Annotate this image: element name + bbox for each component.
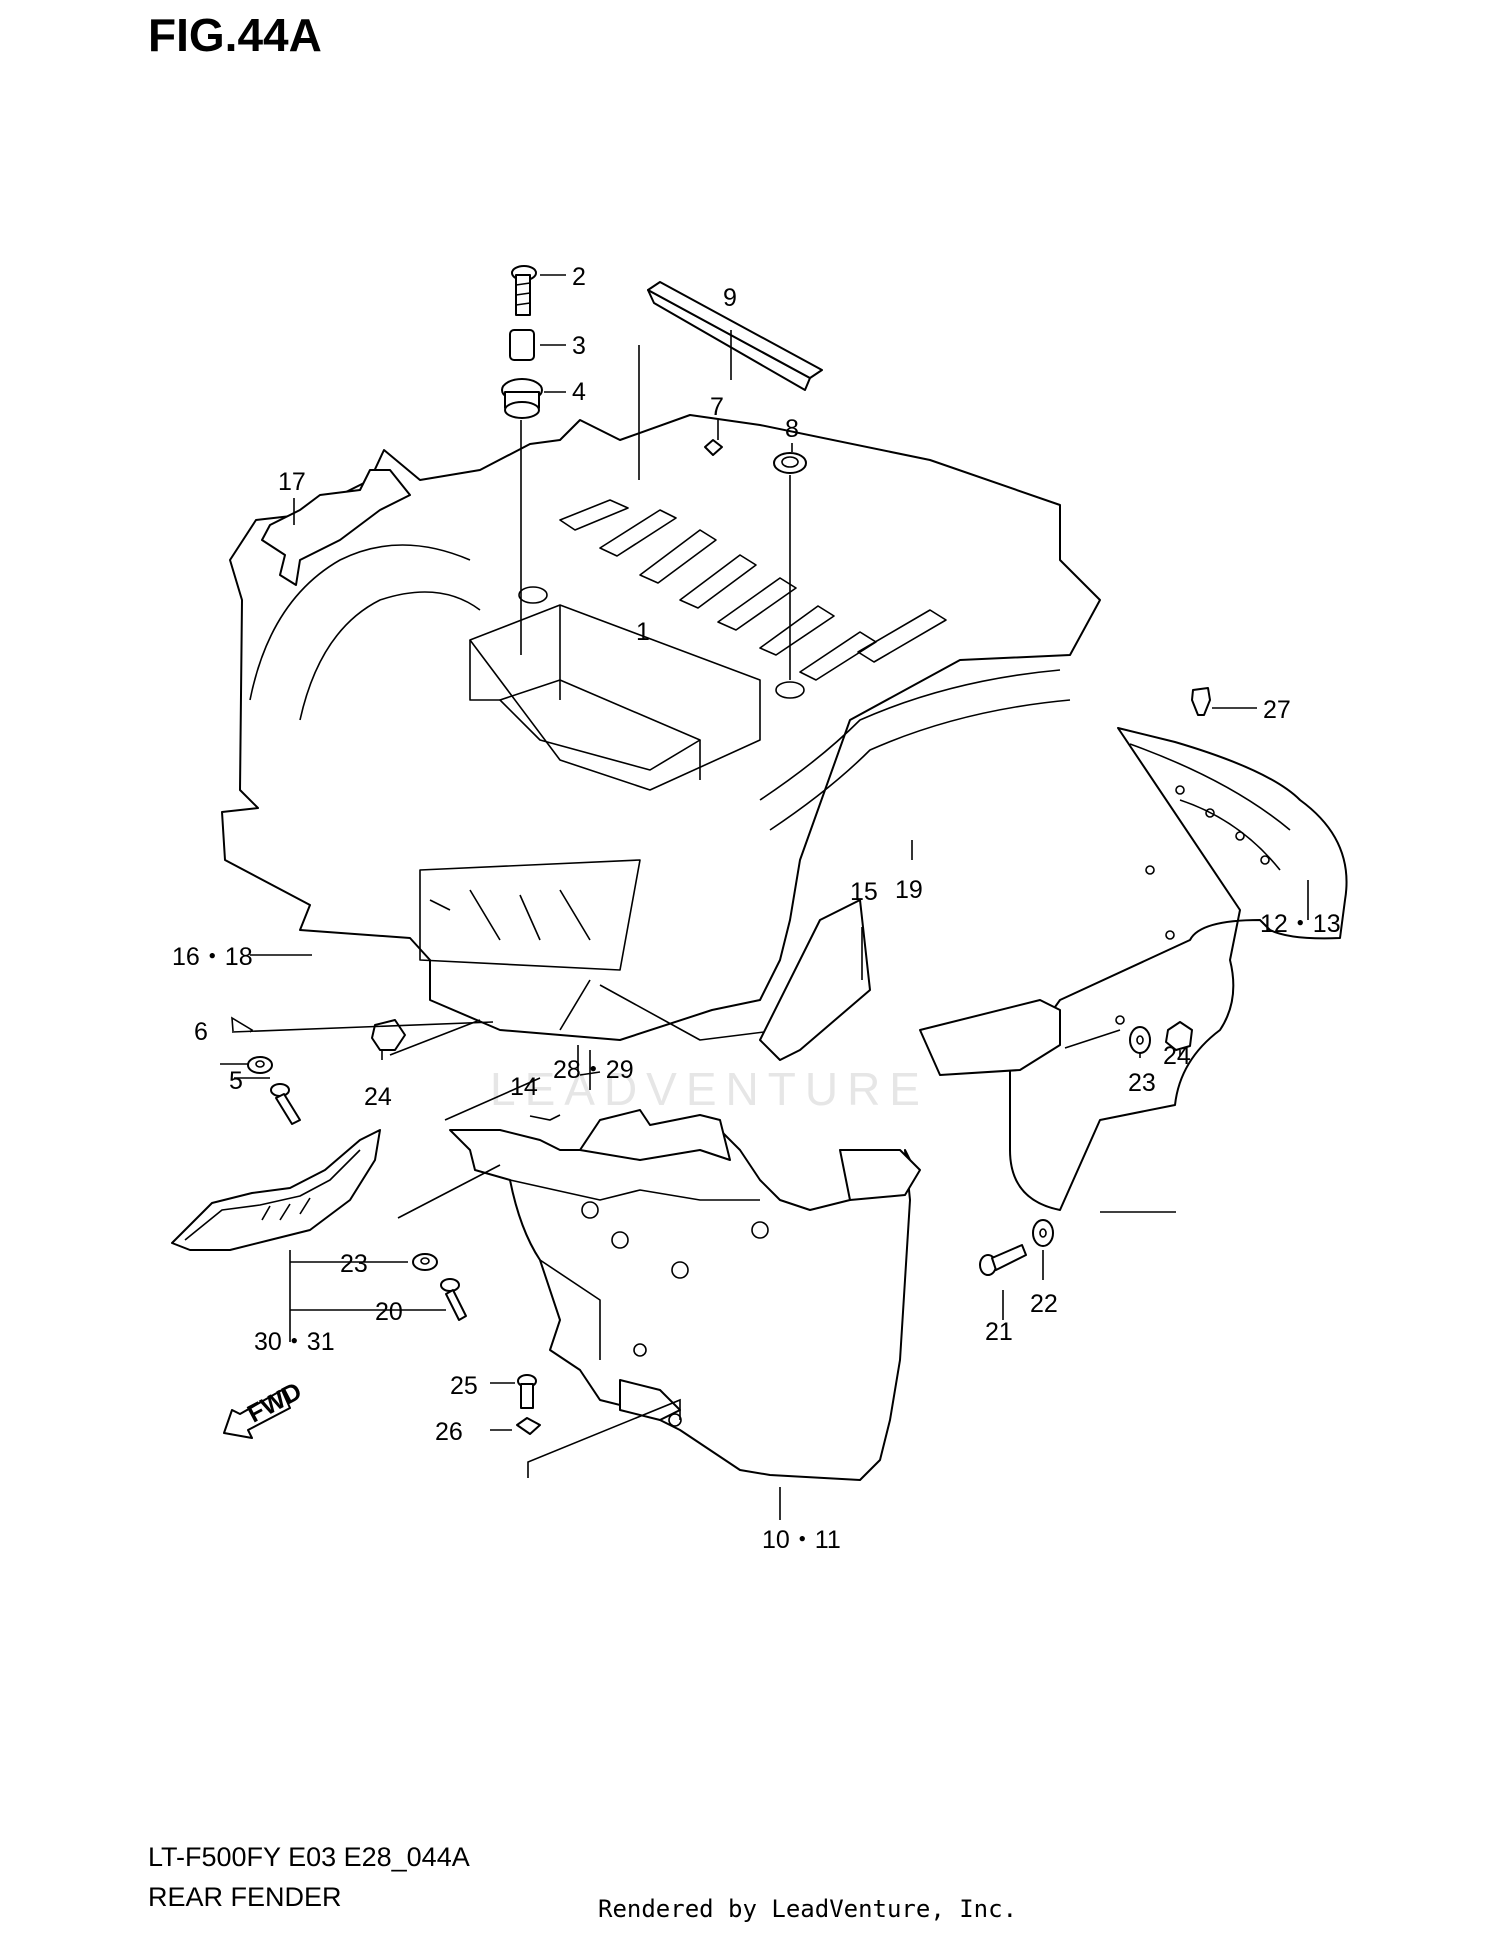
- callout-23-left: 23: [340, 1250, 368, 1278]
- callout-17: 17: [278, 468, 306, 496]
- bolt-stack: [501, 265, 543, 655]
- callout-28-29: 28・29: [553, 1056, 634, 1084]
- part-name: REAR FENDER: [148, 1882, 342, 1912]
- clip-and-grommet: [704, 439, 807, 680]
- callout-4: 4: [572, 378, 586, 406]
- callout-12-13: 12・13: [1260, 910, 1341, 938]
- rendered-by: Rendered by LeadVenture, Inc.: [598, 1895, 1018, 1923]
- callout-24-right: 24: [1163, 1042, 1191, 1070]
- callout-10-11: 10・11: [762, 1526, 841, 1554]
- callout-19: 19: [895, 876, 923, 904]
- inner-panel-14: [579, 1109, 731, 1161]
- callout-1: 1: [636, 618, 650, 646]
- leader-lines: [220, 274, 1309, 1520]
- fender-right: [919, 727, 1348, 1211]
- callout-27: 27: [1263, 696, 1291, 724]
- callout-2: 2: [572, 263, 586, 291]
- callout-9: 9: [723, 284, 737, 312]
- callout-23-right: 23: [1128, 1069, 1156, 1097]
- callout-6: 6: [194, 1018, 208, 1046]
- emblem-sticker: [171, 1129, 381, 1251]
- callout-14: 14: [510, 1073, 538, 1101]
- callout-15: 15: [850, 878, 878, 906]
- callout-22: 22: [1030, 1290, 1058, 1318]
- fasteners: [247, 687, 1211, 1435]
- rear-fender-main: [221, 414, 1101, 1041]
- callout-25: 25: [450, 1372, 478, 1400]
- callout-21: 21: [985, 1318, 1013, 1346]
- callout-20: 20: [375, 1298, 403, 1326]
- callout-24-left: 24: [364, 1083, 392, 1111]
- callout-30-31: 30・31: [254, 1328, 335, 1356]
- callout-7: 7: [710, 393, 724, 421]
- callout-5: 5: [229, 1067, 243, 1095]
- mud-guard: [449, 1129, 921, 1481]
- watermark-text: LEADVENTURE: [490, 1063, 929, 1115]
- weather-strip: [647, 281, 823, 391]
- side-panel-15: [759, 899, 871, 1061]
- figure-title: FIG.44A: [148, 9, 322, 61]
- callout-3: 3: [572, 332, 586, 360]
- callout-16-18: 16・18: [172, 943, 253, 971]
- model-code: LT-F500FY E03 E28_044A: [148, 1842, 470, 1872]
- callout-26: 26: [435, 1418, 463, 1446]
- callout-labels: 1 2 3 4 5 6 7 8 9 12・13 14 15 16・18 17 1…: [172, 263, 1341, 1554]
- fwd-label: FWD: [243, 1377, 306, 1428]
- fender-flap-left: [261, 469, 411, 586]
- forward-arrow-icon: FWD: [223, 1377, 306, 1439]
- callout-8: 8: [785, 415, 799, 443]
